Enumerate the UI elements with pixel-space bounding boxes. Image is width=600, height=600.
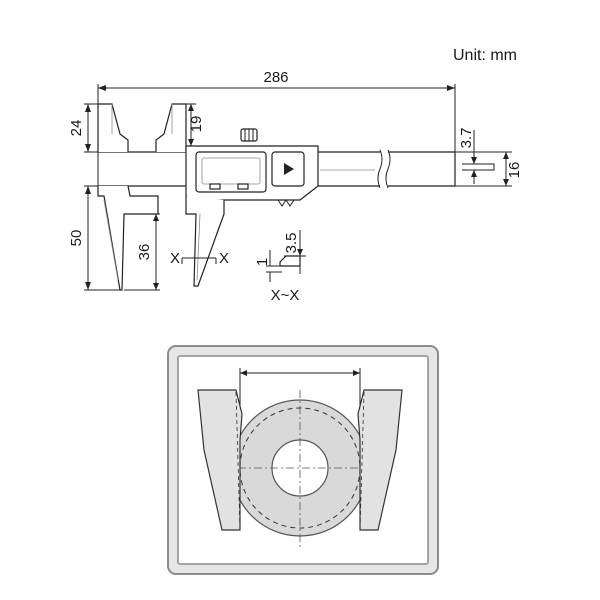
section-thickness-label: 1 [254,258,271,266]
right-dimensions: 16 3.7 [455,128,523,187]
unit-label: Unit: mm [453,47,517,64]
section-width-label: 3.5 [283,233,300,254]
beam-width-label: 16 [506,162,523,179]
right-caliper-jaw [357,389,403,531]
slider-body [185,128,319,207]
left-caliper-jaw [197,389,243,531]
section-mark-left: X [170,250,180,267]
triangle-right-icon [284,163,294,175]
section-label: X~X [271,287,300,304]
lcd-display [195,151,267,193]
display-button-right [237,183,249,190]
inside-jaw-depth-label: 36 [136,244,153,261]
slider-jaw-dimension: 19 [186,103,205,147]
overall-length-label: 286 [263,69,288,86]
lower-jaw-inner-dimension: 36 [124,213,160,291]
slider-lower-jaw [185,196,225,287]
upper-jaw-depth-label: 24 [68,120,85,137]
left-dimensions: 24 50 [68,103,120,291]
slider-offset-label: 19 [188,116,205,133]
caliper-drawing: 286 [68,69,523,304]
fixed-upper-jaw [97,103,129,152]
section-mark: X X [170,250,229,267]
inside-measurement-panel [167,345,439,575]
fixed-lower-jaw [97,185,159,291]
slider-upper-jaw [155,103,187,152]
section-detail: 3.5 1 X~X [254,230,306,304]
display-button-left [209,183,221,190]
section-mark-right: X [219,250,229,267]
outside-jaw-depth-label: 50 [68,230,85,247]
overall-length-dimension: 286 [97,69,456,152]
beam-thickness-label: 3.7 [458,128,475,149]
